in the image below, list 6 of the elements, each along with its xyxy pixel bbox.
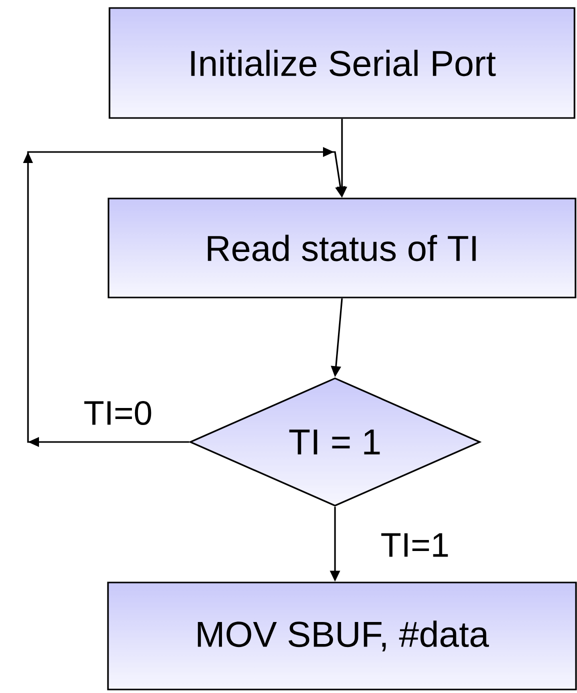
edge-label: TI=0: [84, 400, 152, 426]
edge-label: TI=1: [381, 533, 448, 557]
process-box: Read status of TI: [108, 198, 576, 298]
process-box: Initialize Serial Port: [108, 7, 576, 119]
arrow: [23, 147, 346, 447]
process-box: MOV SBUF, #data: [107, 582, 577, 690]
